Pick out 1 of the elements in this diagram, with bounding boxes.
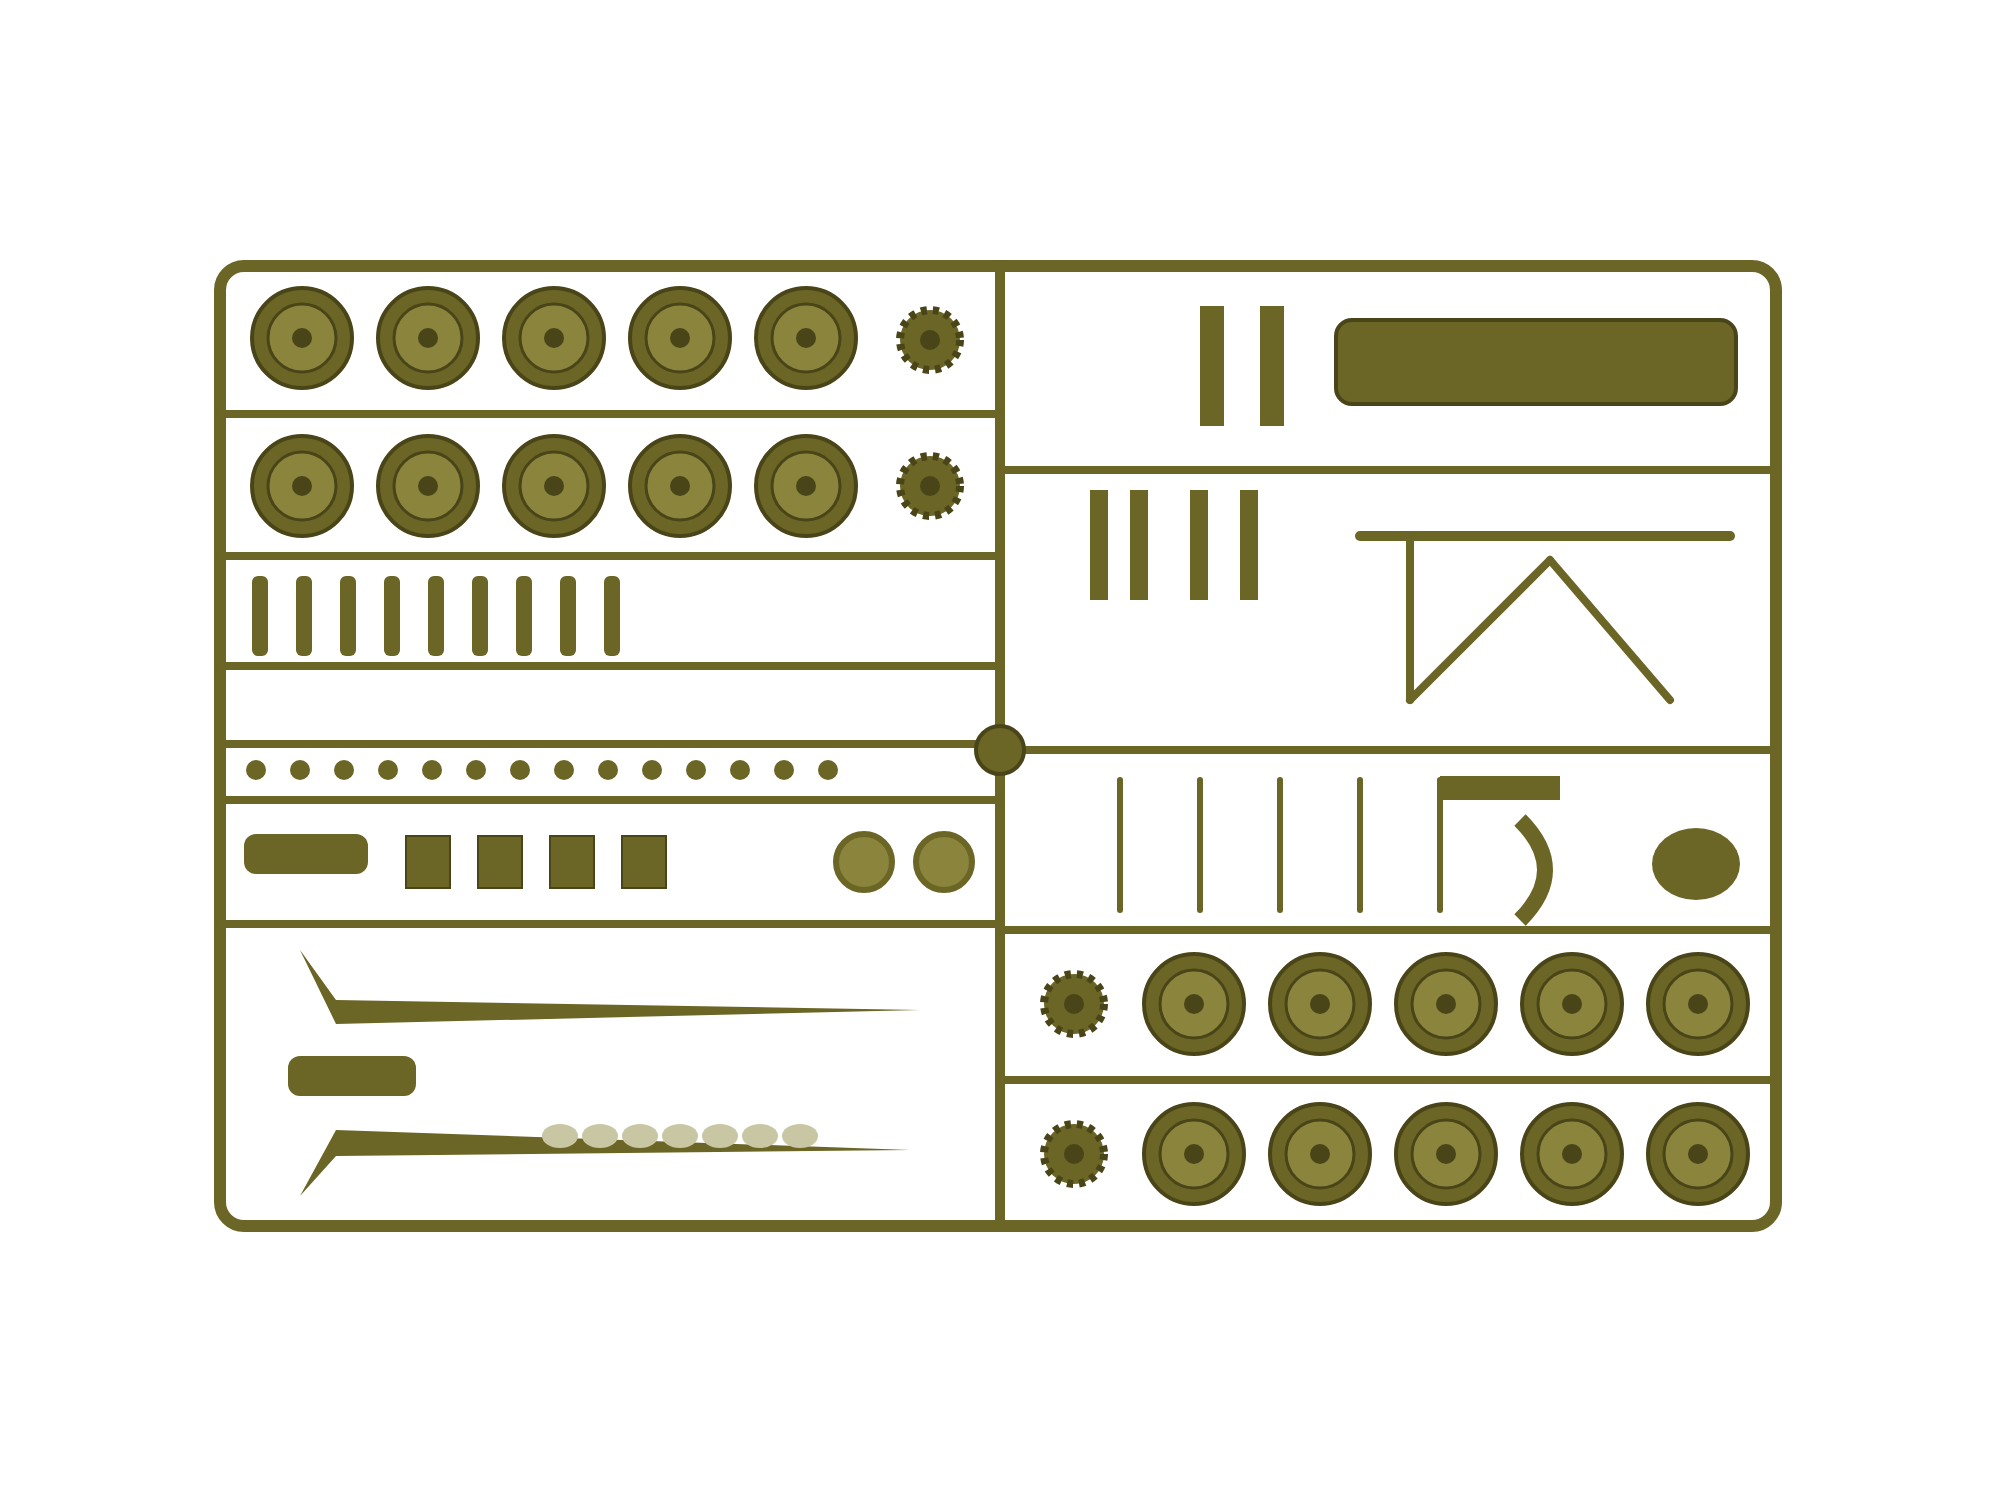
- model-kit-sprue-drawing: [214, 260, 1782, 1232]
